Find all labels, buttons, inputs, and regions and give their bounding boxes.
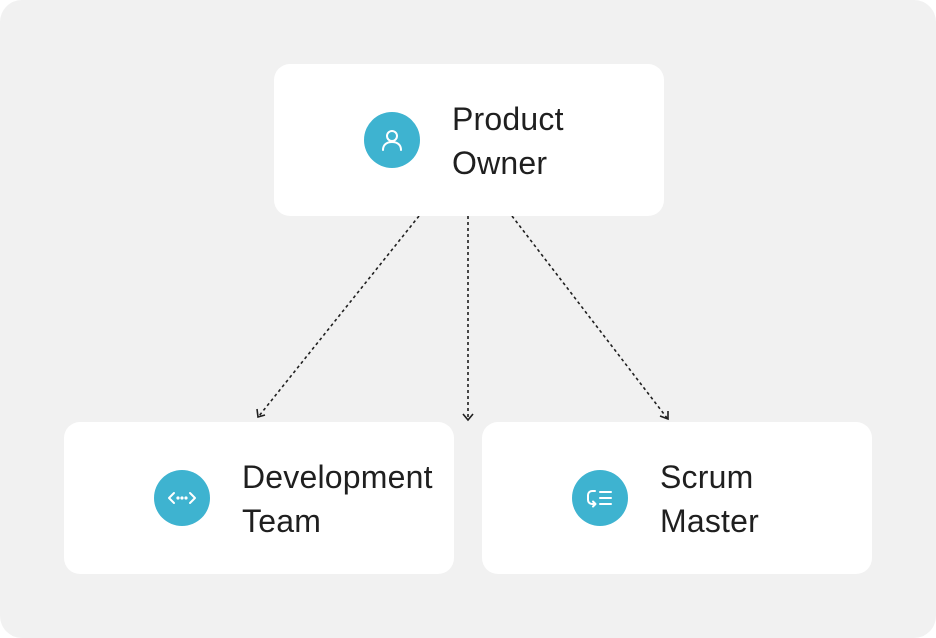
node-product-owner[interactable]: Product Owner [274,64,664,216]
node-label-line1: Development [242,459,433,495]
arrowhead-scrum-master [659,411,669,421]
arrowhead-development-team [256,408,266,419]
node-label-line2: Owner [452,145,548,181]
connector-to-development-team [258,215,420,417]
node-label-line1: Product [452,101,564,137]
node-label: Development Team [242,455,442,543]
node-label-line2: Team [242,503,322,539]
node-label-line1: Scrum [660,459,754,495]
code-brackets-icon [154,470,210,526]
node-development-team[interactable]: Development Team [64,422,454,574]
node-label: Product Owner [452,97,652,185]
node-scrum-master[interactable]: Scrum Master [482,422,872,574]
connector-to-scrum-master [511,215,668,419]
node-label: Scrum Master [660,455,860,543]
cycle-list-icon [572,470,628,526]
node-label-line2: Master [660,503,759,539]
arrowhead-center [462,413,474,422]
person-icon [364,112,420,168]
